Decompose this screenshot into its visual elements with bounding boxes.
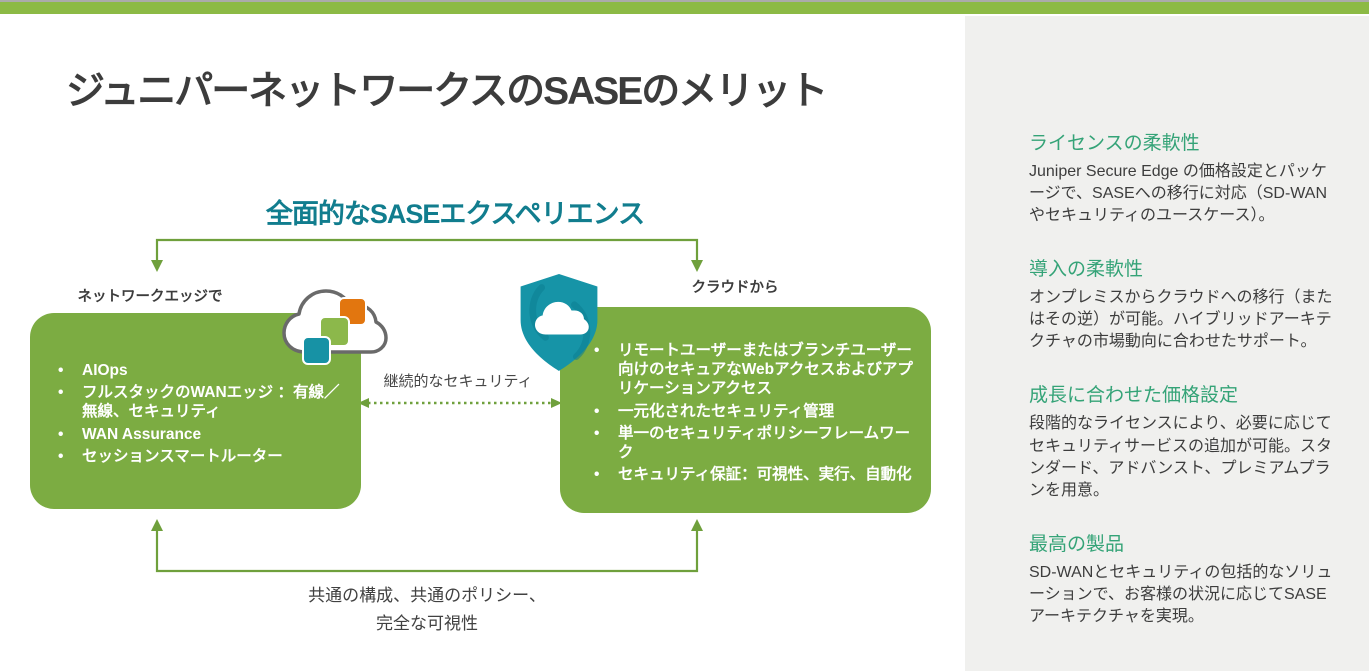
bottom-bracket [155, 529, 699, 573]
continuous-security-label: 継続的なセキュリティ [383, 373, 533, 390]
list-item: リモートユーザーまたはブランチユーザー向けのセキュアなWebアクセスおよびアプリ… [588, 341, 925, 399]
list-item: 単一のセキュリティポリシーフレームワーク [588, 424, 925, 462]
top-hairline [0, 0, 1369, 2]
sidebar-section-body: 段階的なライセンスにより、必要に応じてセキュリティサービスの追加が可能。スタンダ… [1029, 415, 1333, 499]
diagram-heading: 全面的なSASEエクスペリエンス [265, 199, 645, 229]
sidebar-section-deployment-flexibility: 導入の柔軟性 オンプレミスからクラウドへの移行（またはその逆）が可能。ハイブリッ… [1029, 254, 1339, 353]
sidebar-section-body: Juniper Secure Edge の価格設定とパッケージで、SASEへの移… [1029, 163, 1328, 225]
sidebar-section-growth-pricing: 成長に合わせた価格設定 段階的なライセンスにより、必要に応じてセキュリティサービ… [1029, 380, 1339, 501]
sidebar-section-heading: 導入の柔軟性 [1029, 259, 1144, 281]
bottom-bracket-arrowheads [151, 519, 703, 531]
network-edge-label: ネットワークエッジで [77, 289, 223, 305]
sidebar-section-body: オンプレミスからクラウドへの移行（またはその逆）が可能。ハイブリッドアーキテクチ… [1029, 289, 1333, 351]
sidebar-section-heading: ライセンスの柔軟性 [1029, 133, 1200, 154]
list-item: セッションスマートルーター [52, 447, 351, 466]
sidebar-section-best-product: 最高の製品 SD-WANとセキュリティの包括的なソリューションで、お客様の状況に… [1029, 529, 1339, 628]
sidebar-section-heading: 最高の製品 [1029, 533, 1125, 555]
cloud-from-label: クラウドから [691, 280, 779, 296]
top-accent-bar [0, 2, 1369, 14]
network-edge-list: AIOps フルスタックのWANエッジ ：有線／無線、セキュリティ WAN As… [52, 361, 351, 466]
common-config-label: 共通の構成、共通のポリシー、 完全な可視性 [227, 582, 627, 638]
list-item: フルスタックのWANエッジ ：有線／無線、セキュリティ [52, 383, 351, 421]
common-config-line1: 共通の構成、共通のポリシー、 [308, 586, 546, 605]
sidebar-section-heading: 成長に合わせた価格設定 [1029, 385, 1239, 407]
page-title: ジュニパーネットワークスのSASEのメリット [66, 70, 828, 113]
sidebar-section-license-flexibility: ライセンスの柔軟性 Juniper Secure Edge の価格設定とパッケー… [1029, 128, 1339, 227]
list-item: AIOps [52, 361, 351, 380]
sidebar-section-body: SD-WANとセキュリティの包括的なソリューションで、お客様の状況に応じてSAS… [1029, 563, 1333, 625]
top-bracket-arrowheads [151, 260, 703, 272]
continuous-security-arrowheads [358, 398, 562, 408]
cloud-list: リモートユーザーまたはブランチユーザー向けのセキュアなWebアクセスおよびアプリ… [588, 341, 925, 485]
benefits-sidebar: ライセンスの柔軟性 Juniper Secure Edge の価格設定とパッケー… [965, 16, 1369, 671]
list-item: セキュリティ保証：可視性、実行、自動化 [588, 465, 925, 484]
cloud-box: リモートユーザーまたはブランチユーザー向けのセキュアなWebアクセスおよびアプリ… [560, 307, 931, 513]
top-bracket [155, 238, 699, 262]
common-config-line2: 完全な可視性 [376, 614, 478, 634]
list-item: WAN Assurance [52, 425, 351, 444]
diagram-area: ジュニパーネットワークスのSASEのメリット 全面的なSASEエクスペリエンス … [0, 14, 965, 671]
list-item: 一元化されたセキュリティ管理 [588, 402, 925, 421]
network-edge-box: AIOps フルスタックのWANエッジ ：有線／無線、セキュリティ WAN As… [30, 313, 361, 509]
